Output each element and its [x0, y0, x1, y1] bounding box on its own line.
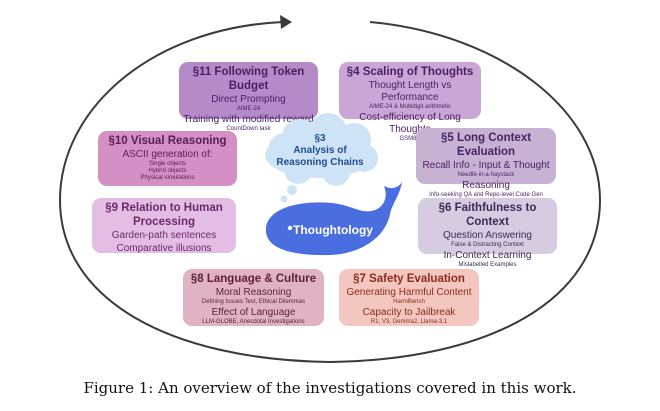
box-line: Moral Reasoning: [215, 287, 292, 298]
box-sub: GSM8K: [399, 136, 421, 142]
box-title: §4 Scaling of Thoughts: [346, 66, 474, 78]
figure-caption: Figure 1: An overview of the investigati…: [83, 379, 577, 397]
box-sub: Hybrid objects: [148, 168, 187, 174]
box-language-culture: §8 Language & Culture Moral Reasoning De…: [183, 269, 324, 326]
box-sub: HarmBench: [393, 299, 425, 305]
box-title: §8 Language & Culture: [190, 273, 317, 285]
box-line: Recall Info - Input & Thought: [422, 160, 550, 171]
arrow-head-icon: [280, 15, 292, 29]
box-long-context: §5 Long Context Evaluation Recall Info -…: [416, 128, 556, 198]
box-line: Question Answering: [443, 230, 532, 241]
box-safety: §7 Safety Evaluation Generating Harmful …: [339, 269, 479, 326]
box-token-budget: §11 Following Token Budget Direct Prompt…: [179, 62, 318, 132]
box-line: Capacity to Jailbreak: [362, 307, 456, 318]
box-line: Effect of Language: [211, 307, 296, 318]
box-sub: LLM-GLOBE, Anecdotal Investigations: [202, 319, 305, 325]
box-title: §11 Following Token Budget: [192, 66, 305, 92]
cloud-section: §3: [314, 133, 326, 144]
box-line: Training with modified reward: [183, 114, 314, 125]
ellipse-arc-left: [58, 21, 602, 364]
box-sub: False & Distracting Context: [451, 242, 524, 248]
box-sub: CountDown task: [226, 126, 271, 132]
box-line: Reasoning: [462, 180, 510, 191]
box-visual-reasoning: §10 Visual Reasoning ASCII generation of…: [98, 131, 237, 186]
box-title: §5 Long Context Evaluation: [440, 132, 532, 158]
box-sub: Needle-in-a-haystack: [457, 172, 515, 178]
box-sub: Info-seeking QA and Repo-level Code Gen: [429, 192, 543, 198]
box-line: Thought Length vs Performance: [368, 80, 452, 103]
box-line: Generating Harmful Content: [346, 287, 472, 298]
box-faithfulness: §6 Faithfulness to Context Question Answ…: [418, 198, 557, 268]
box-title: §7 Safety Evaluation: [353, 273, 465, 285]
cloud-label: §3 Analysis of Reasoning Chains: [265, 133, 375, 169]
box-human-processing: §9 Relation to Human Processing Garden-p…: [92, 198, 236, 254]
cloud-title-2: Reasoning Chains: [276, 157, 364, 168]
box-title: §9 Relation to Human: [105, 202, 223, 214]
box-line: In-Context Learning: [443, 250, 532, 261]
cloud-title: Analysis of: [293, 145, 347, 156]
box-scaling-thoughts: §4 Scaling of Thoughts Thought Length vs…: [339, 62, 481, 142]
box-line: ASCII generation of:: [122, 149, 213, 160]
box-sub: AIME-24: [236, 106, 261, 112]
box-title: §6 Faithfulness to Context: [438, 202, 537, 228]
box-sub: R1, V3, Gemma2, Llama-3.1: [370, 319, 448, 325]
box-title-2: Processing: [133, 216, 195, 228]
box-line: Comparative illusions: [116, 243, 212, 254]
box-sub: Defining Issues Test, Ethical Dilemmas: [201, 299, 306, 305]
box-sub: Mislabelled Examples: [458, 262, 517, 268]
box-line: Direct Prompting: [211, 94, 286, 105]
whale-label: Thoughtology: [293, 223, 373, 237]
box-sub: Single objects: [148, 161, 187, 167]
box-sub: AIME-24 & Multidigit arithmetic: [368, 104, 452, 110]
box-sub: Physical simulations: [140, 175, 195, 181]
box-line: Garden-path sentences: [111, 230, 217, 241]
box-title: §10 Visual Reasoning: [108, 135, 227, 147]
box-line: Cost-efficiency of Long Thoughts: [359, 112, 461, 135]
